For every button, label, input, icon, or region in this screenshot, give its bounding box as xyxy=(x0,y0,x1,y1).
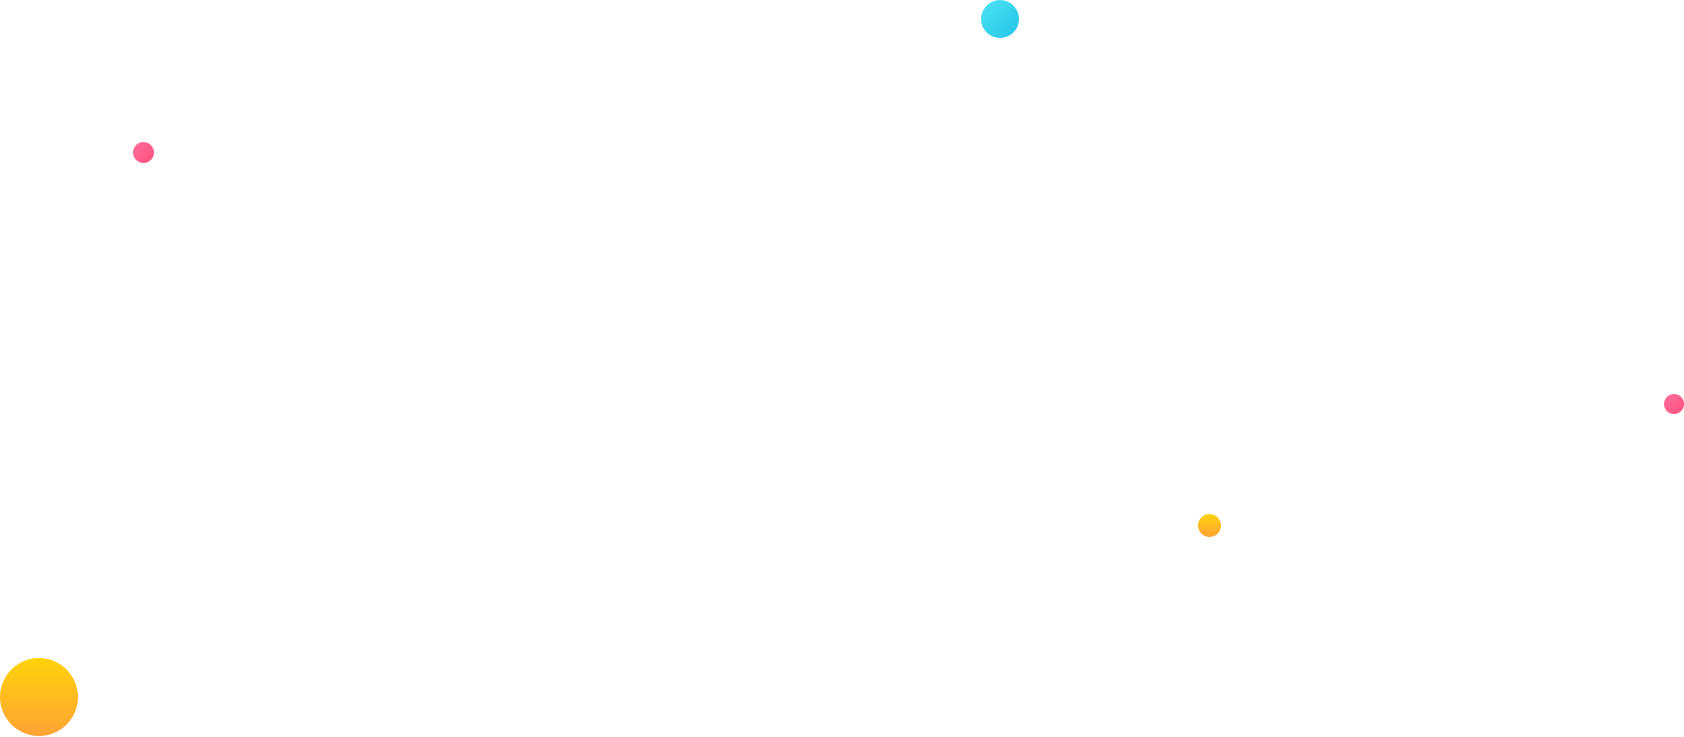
cyan-circle-decoration xyxy=(981,0,1019,38)
pink-circle-decoration-left xyxy=(133,142,154,163)
pink-circle-decoration-right xyxy=(1664,394,1684,414)
orange-circle-decoration-large xyxy=(0,658,78,736)
orange-circle-decoration-small xyxy=(1198,514,1221,537)
